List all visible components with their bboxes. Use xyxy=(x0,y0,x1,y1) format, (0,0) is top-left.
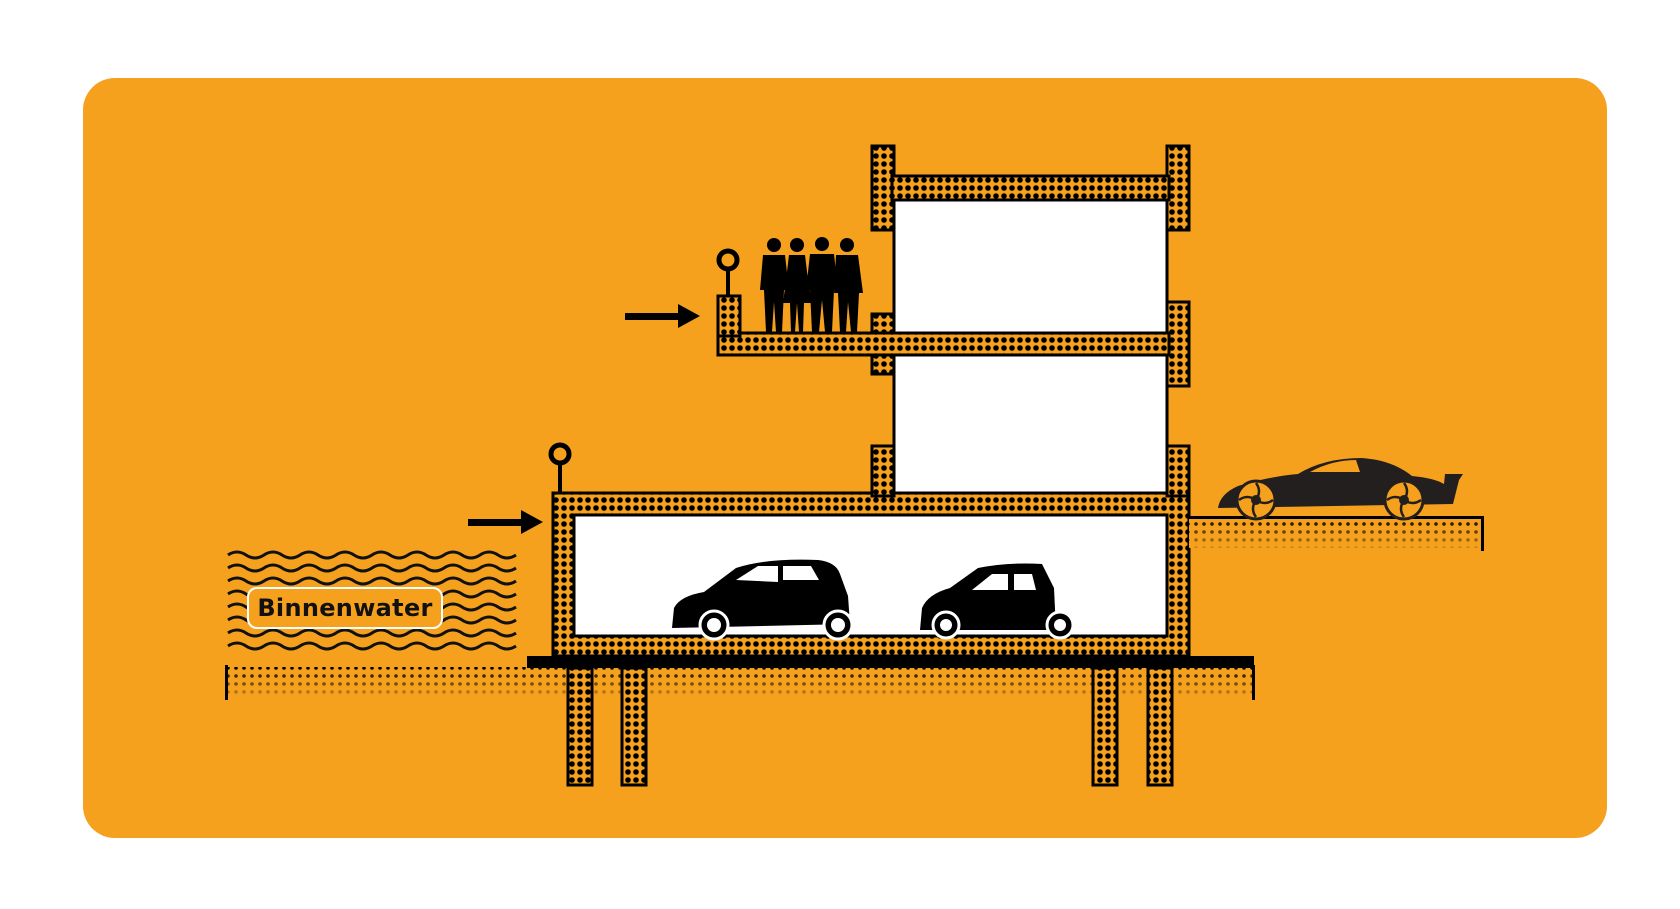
water-label: Binnenwater xyxy=(247,587,443,629)
tower-structure xyxy=(716,144,1191,498)
people-silhouette-icon xyxy=(760,237,863,332)
car-silhouette-icon xyxy=(920,563,1075,640)
bollard-icon xyxy=(716,248,740,296)
foundation-piles xyxy=(566,666,1174,787)
diagram-panel xyxy=(83,78,1607,838)
garage-shell xyxy=(551,491,1191,658)
base-beam xyxy=(527,656,1254,668)
car-silhouette-icon xyxy=(672,559,854,641)
bollard-icon xyxy=(548,442,572,493)
arrow-right-icon xyxy=(625,304,700,328)
ground-slab xyxy=(225,665,1255,700)
arrow-right-icon xyxy=(468,510,543,534)
street-level xyxy=(1189,516,1484,551)
sports-car-icon xyxy=(1218,458,1463,521)
